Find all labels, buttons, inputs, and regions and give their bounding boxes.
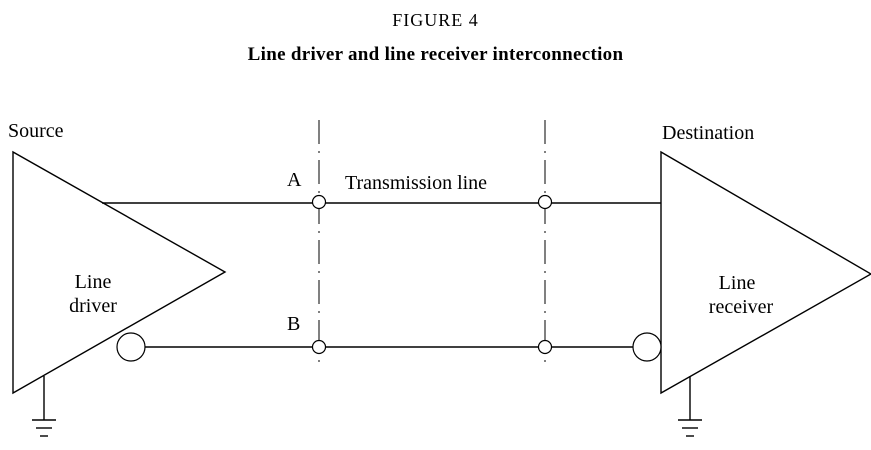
line-driver-triangle bbox=[12, 150, 227, 395]
line-receiver-label-1: Line bbox=[719, 272, 756, 294]
line-receiver-label-2: receiver bbox=[709, 296, 774, 318]
figure-title: Line driver and line receiver interconne… bbox=[247, 44, 624, 65]
node-a-right bbox=[537, 194, 553, 210]
destination-label: Destination bbox=[662, 122, 754, 144]
source-label: Source bbox=[8, 120, 64, 142]
figure-number: FIGURE 4 bbox=[392, 10, 479, 30]
point-b-label: B bbox=[287, 313, 300, 335]
node-b-right bbox=[537, 339, 553, 355]
receiver-ground-icon bbox=[678, 376, 702, 437]
line-receiver-inverting-input-bubble bbox=[632, 332, 662, 362]
driver-ground-icon bbox=[32, 376, 56, 437]
line-driver-label-2: driver bbox=[69, 295, 117, 317]
node-a-left bbox=[311, 194, 327, 210]
node-b-left bbox=[311, 339, 327, 355]
transmission-line-label: Transmission line bbox=[345, 172, 487, 194]
point-a-label: A bbox=[287, 169, 302, 191]
line-driver-label-1: Line bbox=[75, 271, 112, 293]
line-receiver-triangle bbox=[660, 150, 871, 395]
line-driver-inverting-output-bubble bbox=[116, 332, 146, 362]
